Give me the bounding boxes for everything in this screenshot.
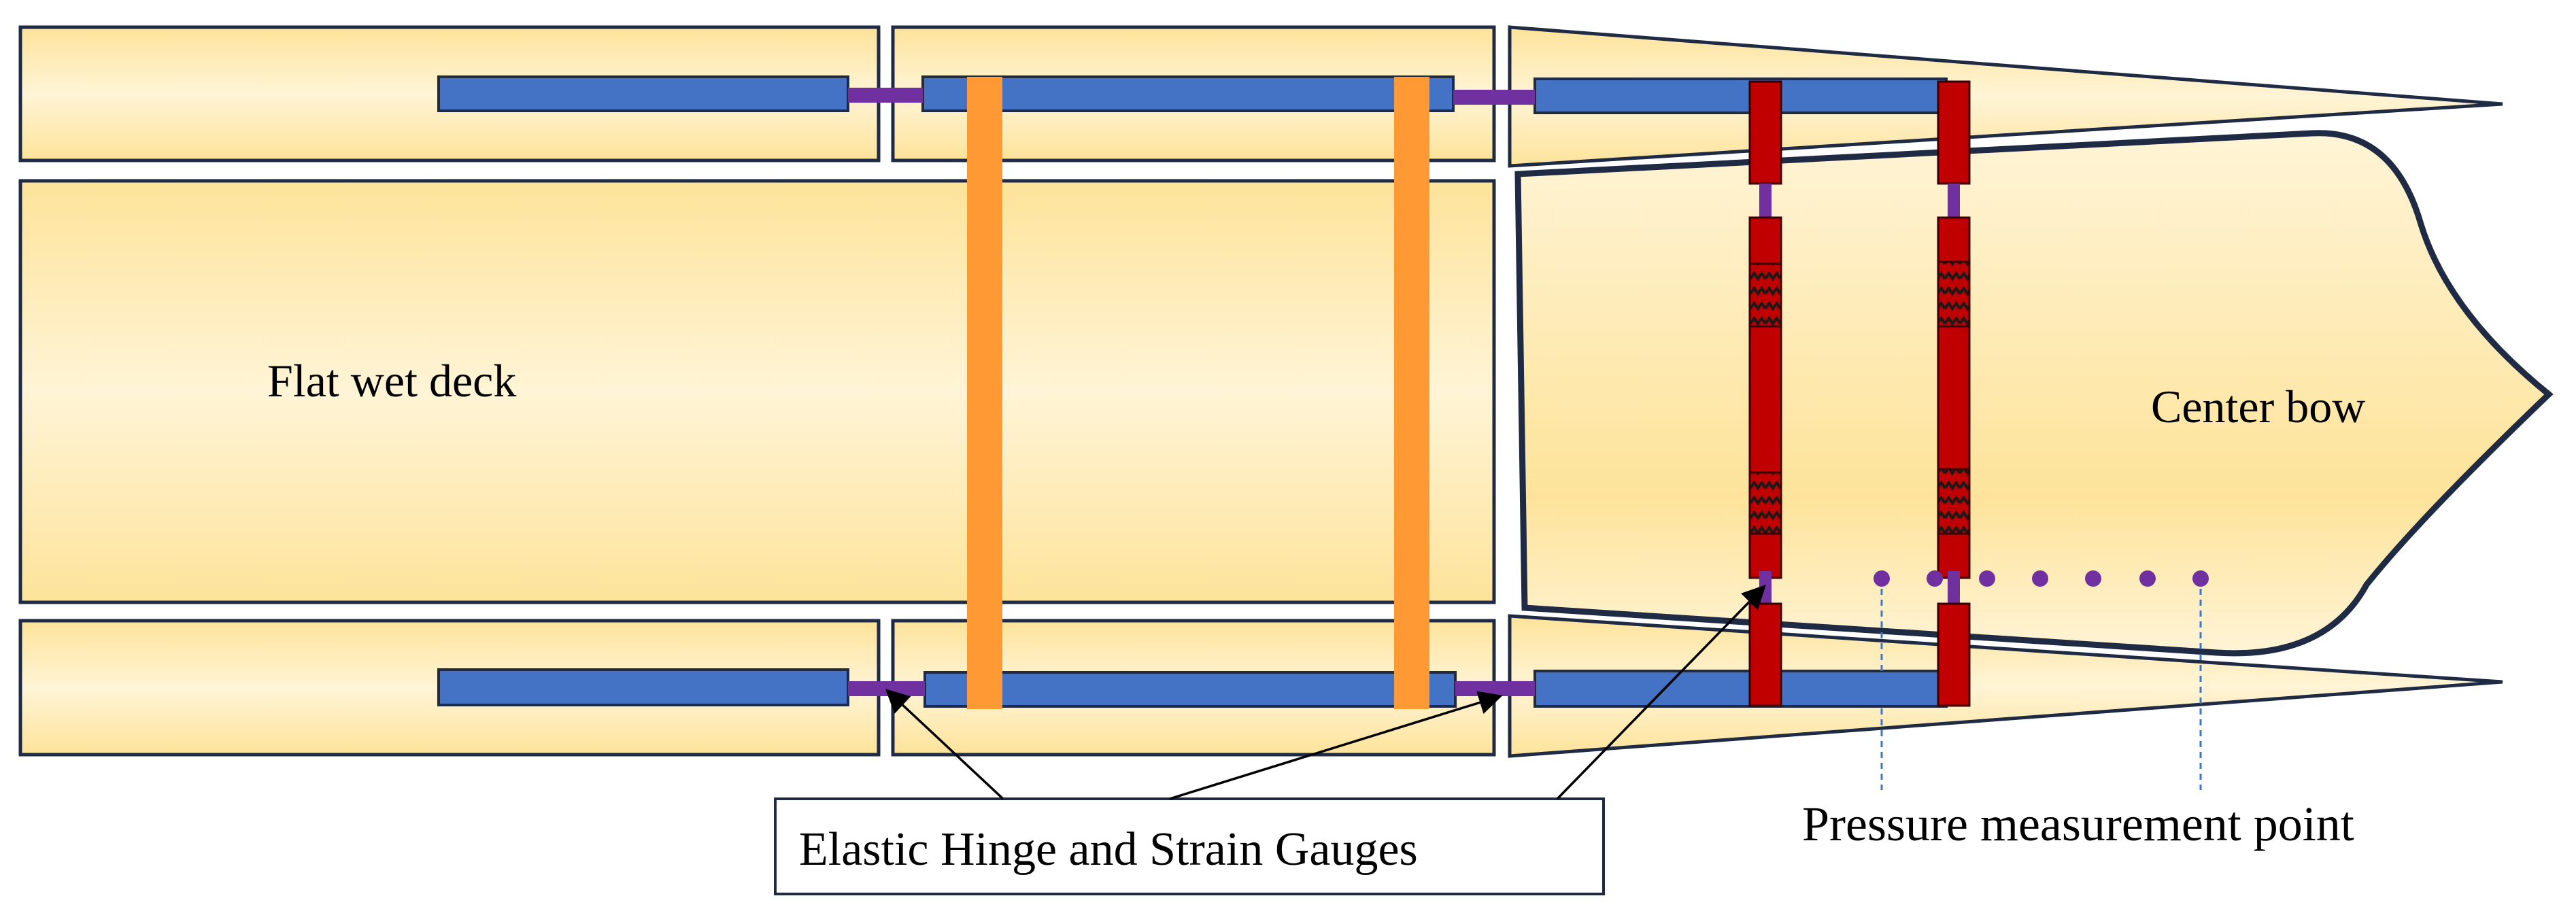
- center-bow-label: Center bow: [2151, 381, 2365, 432]
- longitudinal-beams: [437, 75, 1948, 708]
- pressure-point-marker: [1874, 570, 1890, 587]
- top-hinge-1: [848, 88, 923, 103]
- callout-arrow-2: [1169, 691, 1503, 800]
- callout-box: [774, 797, 1605, 895]
- bow-frame-1: [1748, 80, 1782, 707]
- cross-beam-2: [1394, 77, 1429, 709]
- pressure-points: [1874, 570, 2209, 790]
- pressure-point-marker: [2085, 570, 2101, 587]
- pressure-point-marker: [1927, 570, 1943, 587]
- cross-beams: [967, 77, 1429, 709]
- top-hinge-2: [1453, 90, 1535, 105]
- zigzag-gauge-icon: [1937, 468, 1971, 535]
- elastic-hinges: [848, 88, 1535, 696]
- frame-2-bottom-block: [1937, 602, 1971, 707]
- top-beam-1: [437, 75, 849, 112]
- bottom-beam-3: [1533, 670, 1948, 708]
- top-beam-2: [921, 75, 1455, 112]
- hinge-callout-label: Elastic Hinge and Strain Gauges: [799, 823, 1418, 876]
- zigzag-gauge-icon: [1748, 471, 1782, 535]
- bottom-hinge-1: [848, 681, 925, 696]
- callout-arrow-1: [885, 689, 1004, 800]
- bottom-hinge-2: [1455, 681, 1535, 696]
- top-beam-3: [1533, 78, 1948, 114]
- frame-1-bottom-block: [1748, 602, 1782, 707]
- frame-2-hinge-bottom: [1948, 571, 1960, 604]
- frame-1-hinge-bottom: [1759, 571, 1772, 604]
- bottom-beam-2: [923, 671, 1457, 708]
- hinge-callout: [774, 584, 1766, 895]
- callout-arrow-3: [1556, 584, 1766, 800]
- pressure-point-label: Pressure measurement point: [1802, 797, 2354, 851]
- pressure-point-marker: [2139, 570, 2156, 587]
- flat-wet-deck-label: Flat wet deck: [267, 355, 516, 407]
- frame-2-hinge-top: [1948, 184, 1960, 218]
- frame-2-top-block: [1937, 80, 1971, 185]
- frame-1-hinge-top: [1759, 184, 1772, 218]
- pressure-point-marker: [2032, 570, 2048, 587]
- pressure-point-marker: [1979, 570, 1995, 587]
- flat-wet-deck-panel: [18, 179, 1496, 604]
- bottom-beam-1: [437, 668, 849, 706]
- cross-beam-1: [967, 77, 1002, 709]
- zigzag-gauge-icon: [1748, 262, 1782, 328]
- zigzag-gauge-icon: [1937, 260, 1971, 328]
- pressure-point-marker: [2192, 570, 2209, 587]
- frame-1-top-block: [1748, 80, 1782, 185]
- bow-frame-2: [1937, 80, 1971, 707]
